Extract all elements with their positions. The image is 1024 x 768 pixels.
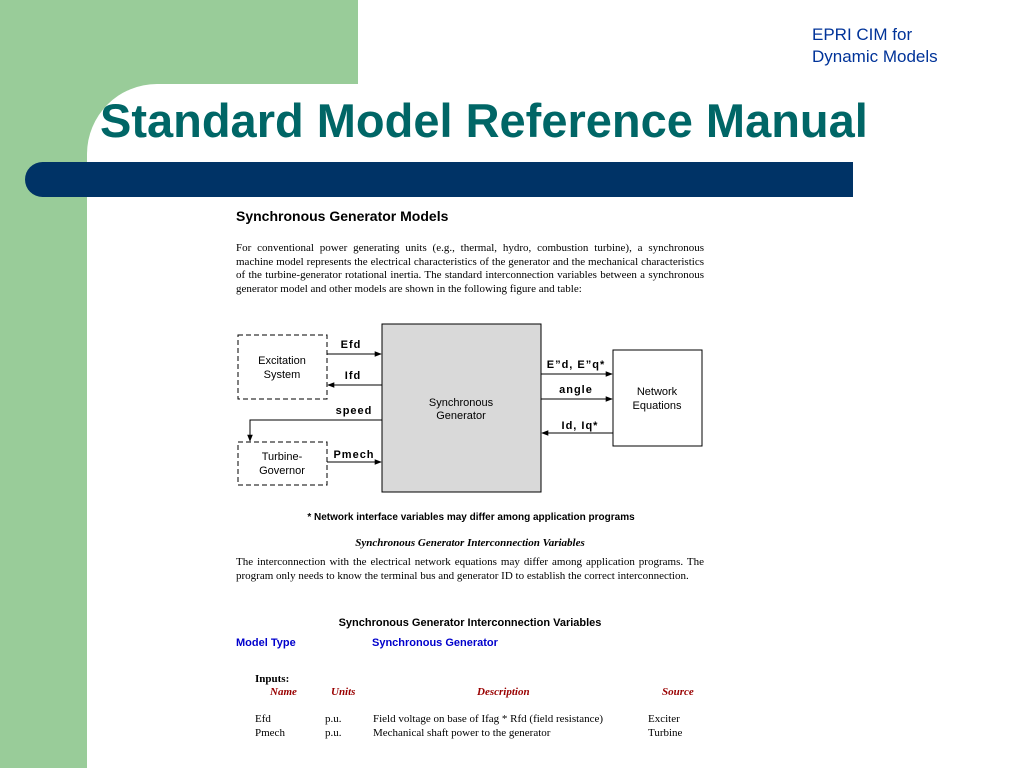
ifd-label: Ifd — [345, 370, 361, 382]
epri-line-2: Dynamic Models — [812, 47, 938, 66]
angle-label: angle — [559, 384, 593, 396]
diagram-footnote: * Network interface variables may differ… — [307, 512, 635, 523]
excitation-label-1: Excitation — [258, 355, 306, 367]
generator-label-2: Generator — [436, 410, 486, 422]
edq-label: E”d, E”q* — [547, 359, 606, 371]
row-name: Pmech — [255, 727, 285, 739]
network-equations-box — [612, 349, 703, 447]
row-units: p.u. — [325, 727, 342, 739]
interconnection-paragraph: The interconnection with the electrical … — [236, 556, 704, 582]
row-description: Mechanical shaft power to the generator — [373, 727, 551, 739]
model-type-label: Model Type — [236, 637, 296, 649]
row-units: p.u. — [325, 713, 342, 725]
epri-line-1: EPRI CIM for — [812, 25, 913, 44]
row-source: Exciter — [648, 713, 680, 725]
excitation-label-2: System — [264, 369, 301, 381]
idiq-label: Id, Iq* — [562, 420, 599, 432]
network-label-1: Network — [637, 386, 678, 398]
column-header-units: Units — [331, 686, 356, 698]
interconnection-diagram: Excitation System Synchronous Generator … — [237, 323, 703, 493]
inputs-label: Inputs: — [255, 673, 290, 685]
figure-caption: Synchronous Generator Interconnection Va… — [355, 537, 585, 549]
column-header-source: Source — [662, 686, 694, 698]
network-label-2: Equations — [633, 400, 682, 412]
table-title: Synchronous Generator Interconnection Va… — [338, 617, 602, 629]
title-underline-bar — [25, 162, 853, 197]
speed-label: speed — [336, 405, 373, 417]
efd-label: Efd — [341, 339, 362, 351]
epri-label: EPRI CIM for Dynamic Models — [812, 24, 1012, 68]
turbine-governor-box — [237, 441, 328, 486]
slide-title: Standard Model Reference Manual — [100, 94, 868, 147]
synchronous-generator-box — [381, 323, 542, 493]
content-panel — [87, 84, 1024, 768]
column-header-name: Name — [270, 686, 297, 698]
pmech-label: Pmech — [333, 449, 374, 461]
speed-arrow — [247, 419, 382, 442]
row-name: Efd — [255, 713, 271, 725]
model-type-value: Synchronous Generator — [372, 637, 498, 649]
generator-label-1: Synchronous — [429, 397, 494, 409]
column-header-description: Description — [477, 686, 530, 698]
row-source: Turbine — [648, 727, 683, 739]
intro-paragraph: For conventional power generating units … — [236, 242, 704, 295]
document-heading: Synchronous Generator Models — [236, 208, 449, 224]
excitation-system-box — [237, 334, 328, 400]
turbine-label-1: Turbine- — [262, 451, 303, 463]
row-description: Field voltage on base of Ifag * Rfd (fie… — [373, 713, 604, 725]
turbine-label-2: Governor — [259, 465, 305, 477]
